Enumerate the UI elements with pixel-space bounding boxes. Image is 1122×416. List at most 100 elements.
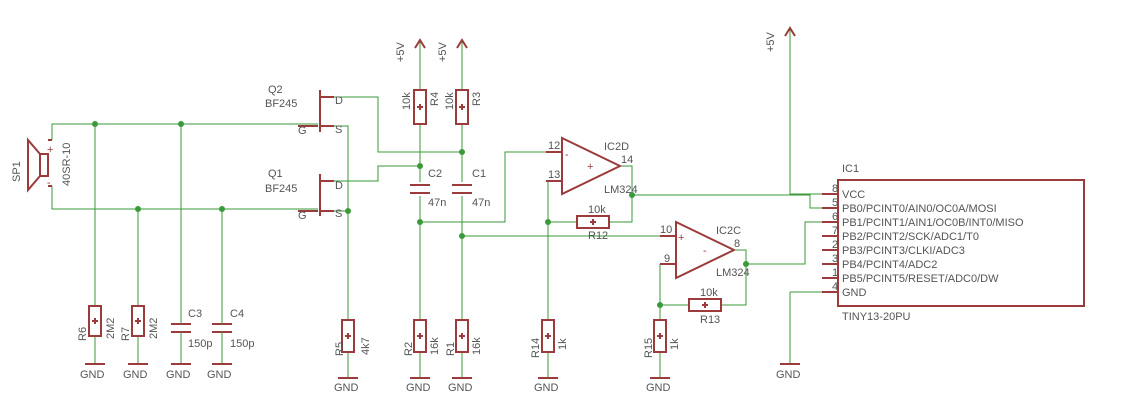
vcc-arrow-icon: [456, 38, 468, 49]
r1-ref: R1: [445, 342, 457, 356]
wire-ic2c-out: [746, 221, 822, 265]
speaker-sp1[interactable]: + - SP1 40SR-10: [11, 137, 73, 193]
r6-value: 2M2: [105, 318, 117, 339]
r2-value: 16k: [429, 337, 441, 355]
gnd-label: GND: [123, 369, 148, 381]
junction-dot: [417, 219, 423, 225]
ic1-ref: IC1: [842, 163, 859, 175]
ic2d-plus: +: [587, 161, 593, 173]
vcc-arrow-icon: [784, 26, 796, 37]
ic2c-pin-inv: 10: [660, 224, 672, 236]
q2-pin-g: G: [298, 125, 307, 137]
ic1-pin-number: 2: [832, 239, 838, 251]
junction-dot: [92, 121, 98, 127]
wire-ic2d-out: [632, 194, 822, 209]
opamp-ic2c[interactable]: + - IC2C LM324 10 9 8: [660, 220, 750, 280]
ic1-pin-name: PB2/PCINT2/SCK/ADC1/T0: [842, 231, 979, 243]
wire-ic1-vcc: [789, 30, 822, 195]
junction-dot: [629, 192, 635, 198]
ic2d-minus: -: [565, 149, 569, 161]
capacitor-c2[interactable]: C2 47n: [410, 168, 446, 209]
resistor-r2[interactable]: R2 16k: [403, 319, 441, 356]
resistor-r15[interactable]: R15 1k: [643, 319, 681, 358]
resistor-r1[interactable]: R1 16k: [445, 319, 483, 356]
r3-ref: R3: [471, 92, 483, 106]
ic1-pin-name: PB3/PCINT3/CLKI/ADC3: [842, 245, 965, 257]
wire-ic1-gnd: [789, 291, 822, 364]
c2-ref: C2: [428, 168, 442, 180]
resistor-r3[interactable]: 10k R3: [444, 89, 483, 125]
c4-value: 150p: [230, 338, 254, 350]
capacitor-c3[interactable]: C3 150p: [171, 308, 212, 350]
capacitor-c1[interactable]: C1 47n: [452, 168, 490, 209]
ic1-pin-name: VCC: [842, 189, 865, 201]
resistor-r12[interactable]: 10k R12: [576, 204, 610, 242]
r3-value: 10k: [444, 92, 456, 110]
gnd-label: GND: [534, 382, 559, 394]
junction-dot: [459, 233, 465, 239]
gnd-label: GND: [334, 382, 359, 394]
ic1-pin-number: 4: [832, 281, 838, 293]
r4-ref: R4: [429, 92, 441, 106]
resistor-r14[interactable]: R14 1k: [530, 319, 569, 358]
junction-dot: [135, 206, 141, 212]
r7-value: 2M2: [148, 318, 160, 339]
speaker-cone: [27, 137, 41, 193]
speaker-plus: +: [47, 144, 53, 156]
supply-symbols: +5V +5V +5V GND GND GND GND GND GND GND …: [80, 26, 801, 394]
ic1-pin-name: PB5/PCINT5/RESET/ADC0/DW: [842, 273, 999, 285]
c4-ref: C4: [230, 308, 244, 320]
junctions: [92, 121, 749, 308]
wire-q2-source: [334, 125, 349, 320]
gnd-label: GND: [80, 369, 105, 381]
resistor-r13[interactable]: 10k R13: [688, 287, 722, 326]
junction-dot: [459, 149, 465, 155]
opamp-ic2d[interactable]: - + IC2D LM324 12 13 14: [546, 136, 638, 196]
resistor-r6[interactable]: R6 2M2: [77, 305, 117, 341]
ic1-pin-number: 8: [832, 183, 838, 195]
capacitor-c4[interactable]: C4 150p: [212, 308, 254, 350]
r14-value: 1k: [557, 338, 569, 350]
ic2c-value: LM324: [716, 267, 750, 279]
ic1-pin-number: 5: [832, 197, 838, 209]
r12-value: 10k: [588, 204, 606, 216]
r1-value: 16k: [471, 337, 483, 355]
jfet-q2[interactable]: Q2 BF245 D G S: [265, 84, 343, 137]
ic1-pin-number: 3: [832, 253, 838, 265]
q1-pin-g: G: [298, 210, 307, 222]
r15-value: 1k: [669, 338, 681, 350]
vcc-label: +5V: [437, 41, 449, 62]
q1-ref: Q1: [268, 168, 283, 180]
wire-to-ic2d-inv: [420, 151, 546, 223]
r7-ref: R7: [120, 327, 132, 341]
wire-ic2d-non: [546, 180, 549, 320]
junction-dot: [219, 206, 225, 212]
c2-value: 47n: [428, 197, 446, 209]
ic2d-ref: IC2D: [604, 141, 629, 153]
ic1-value: TINY13-20PU: [842, 311, 911, 323]
c3-ref: C3: [188, 308, 202, 320]
jfet-q1[interactable]: Q1 BF245 D G S: [265, 168, 343, 222]
q1-pin-s: S: [335, 208, 342, 220]
sp1-ref: SP1: [11, 161, 23, 182]
junction-dot: [345, 208, 351, 214]
r14-ref: R14: [530, 338, 542, 358]
c1-ref: C1: [472, 168, 486, 180]
sp1-value: 40SR-10: [61, 143, 73, 186]
vcc-label: +5V: [765, 31, 777, 52]
ic1-pin-number: 7: [832, 225, 838, 237]
wire-sp-bot: [51, 186, 318, 210]
q2-pin-d: D: [335, 95, 343, 107]
c1-value: 47n: [472, 197, 490, 209]
c3-value: 150p: [188, 338, 212, 350]
q1-value: BF245: [265, 183, 297, 195]
ic2c-plus: +: [678, 232, 684, 244]
resistor-r4[interactable]: 10k R4: [401, 89, 441, 125]
resistor-r5[interactable]: R5 4k7: [334, 319, 372, 356]
gnd-label: GND: [646, 382, 671, 394]
q1-leads: [298, 180, 334, 212]
resistor-r7[interactable]: R7 2M2: [120, 305, 160, 341]
